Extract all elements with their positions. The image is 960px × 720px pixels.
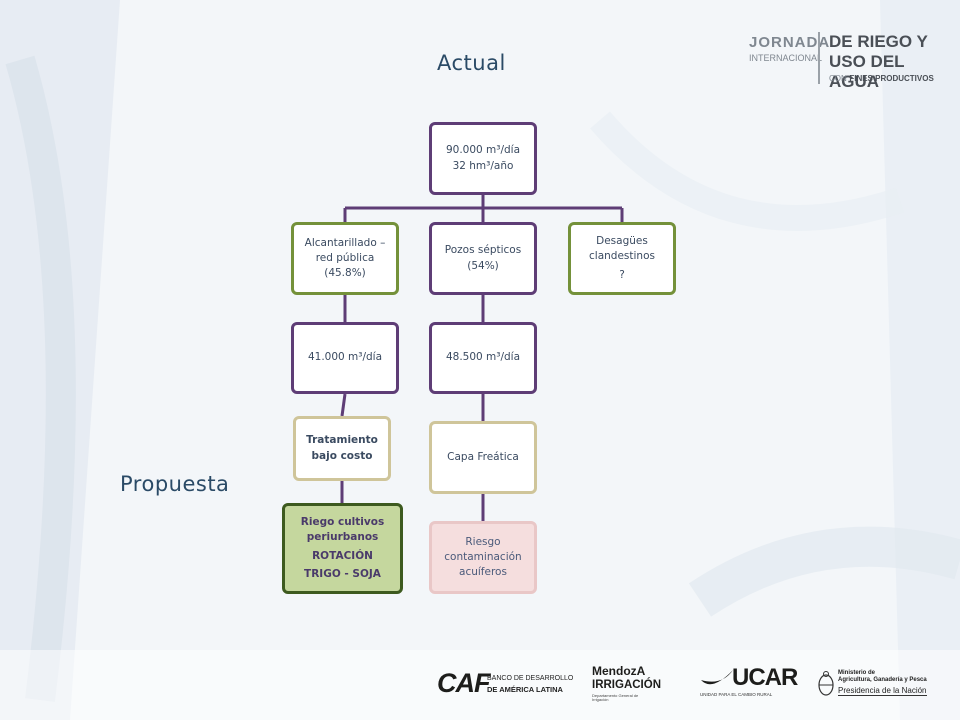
ministerio-line2: Agricultura, Ganadería y Pesca bbox=[838, 677, 927, 683]
ucar-subtext: UNIDAD PARA EL CAMBIO RURAL bbox=[700, 692, 773, 697]
caf-line1: BANCO DE DESARROLLO bbox=[487, 675, 574, 682]
caf-line2: DE AMÉRICA LATINA bbox=[487, 685, 563, 694]
node-alcantarillado: Alcantarillado – red pública (45.8%) bbox=[291, 222, 399, 295]
event-logo-line4: USO DEL AGUA bbox=[829, 52, 905, 91]
event-logo-line3: DE RIEGO Y bbox=[829, 32, 928, 51]
ucar-logo: UCAR UNIDAD PARA EL CAMBIO RURAL bbox=[700, 664, 798, 702]
caf-mark: CAF bbox=[437, 668, 490, 698]
ucar-text: UCAR bbox=[732, 664, 798, 691]
event-logo-line1: JORNADA bbox=[749, 34, 831, 51]
node-capa-freatica: Capa Freática bbox=[429, 421, 537, 494]
node-tratamiento: Tratamiento bajo costo bbox=[293, 416, 391, 481]
node-pozos-volume: 48.500 m³/día bbox=[429, 322, 537, 394]
node-desagues-clandestinos: Desagües clandestinos ? bbox=[568, 222, 676, 295]
ministerio-line1: Ministerio de bbox=[838, 670, 876, 676]
event-logo-divider bbox=[818, 32, 820, 84]
propuesta-title: Propuesta bbox=[120, 472, 230, 496]
caf-logo: CAF BANCO DE DESARROLLO DE AMÉRICA LATIN… bbox=[437, 668, 577, 700]
event-logo-line5: CON FINES PRODUCTIVOS bbox=[829, 74, 934, 83]
ministerio-line3: Presidencia de la Nación bbox=[838, 686, 927, 696]
node-alcantarillado-volume: 41.000 m³/día bbox=[291, 322, 399, 394]
ucar-leaf-icon bbox=[701, 670, 733, 685]
coat-of-arms-icon bbox=[818, 671, 834, 696]
event-logo-line2: INTERNACIONAL bbox=[749, 53, 823, 63]
ministerio-logo: Ministerio de Agricultura, Ganadería y P… bbox=[818, 668, 930, 702]
node-riesgo-contaminacion: Riesgo contaminación acuíferos bbox=[429, 521, 537, 594]
actual-title: Actual bbox=[437, 51, 506, 75]
node-riego-cultivos: Riego cultivos periurbanos ROTACIÓN TRIG… bbox=[282, 503, 403, 594]
irrigacion-logo: MendozA IRRIGACIÓN Departamento General … bbox=[592, 664, 672, 706]
irrigacion-text: IRRIGACIÓN bbox=[592, 679, 661, 691]
event-logo: JORNADA INTERNACIONAL DE RIEGO Y USO DEL… bbox=[745, 30, 945, 92]
irrigacion-subtext: Departamento General de Irrigación bbox=[592, 693, 639, 703]
mendoza-text: MendozA bbox=[592, 664, 646, 678]
node-total-volume: 90.000 m³/día 32 hm³/año bbox=[429, 122, 537, 195]
node-pozos-septicos: Pozos sépticos (54%) bbox=[429, 222, 537, 295]
